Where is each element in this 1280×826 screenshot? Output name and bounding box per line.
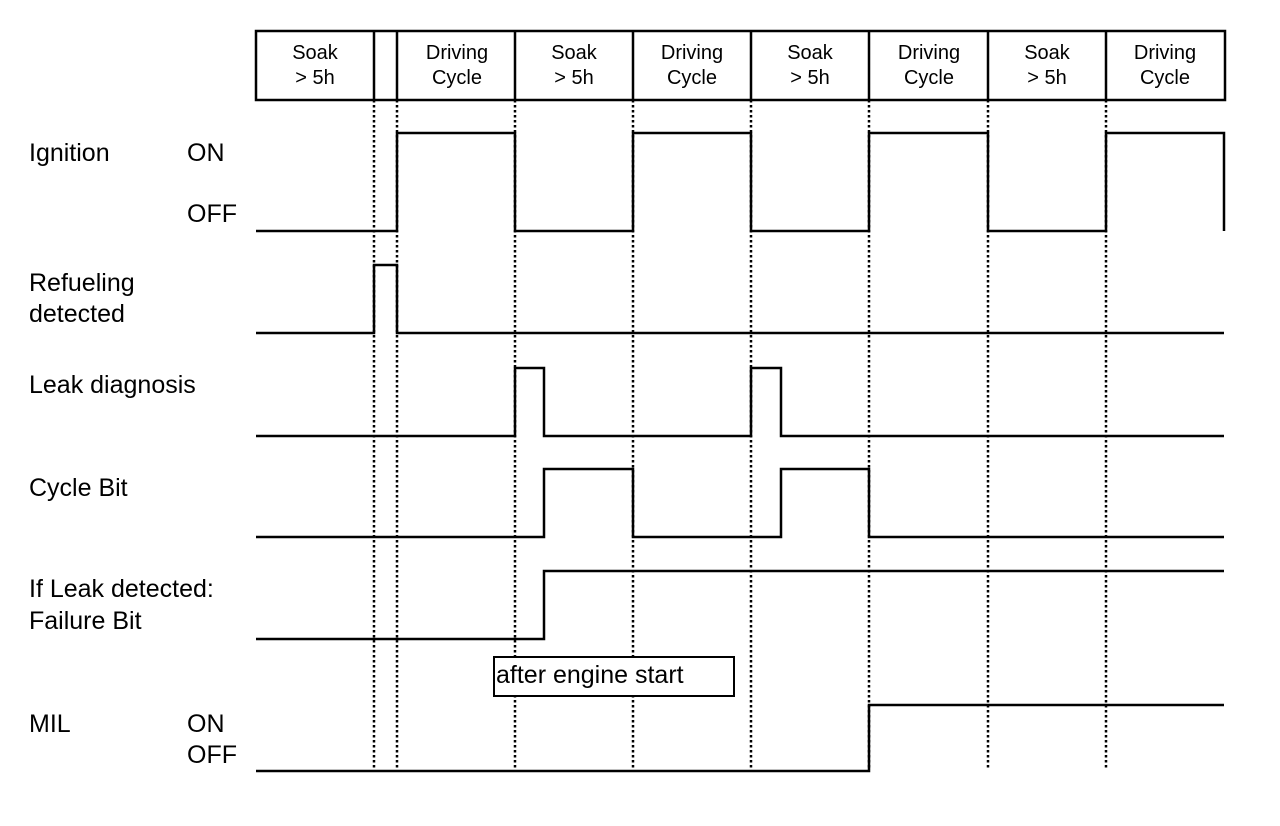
phase-drive1-line1: Driving (426, 42, 488, 64)
refueling-label-line1: Refueling (29, 269, 135, 297)
annotation-box (493, 656, 735, 697)
phase-drive2-line2: Cycle (667, 67, 717, 89)
phase-drive4-line2: Cycle (1140, 67, 1190, 89)
refueling-label-line2: detected (29, 300, 125, 328)
waveforms (256, 131, 1226, 773)
ignition-off-label: OFF (187, 200, 237, 228)
phase-header: Soak > 5h Driving Cycle Soak > 5h Drivin… (254, 29, 1227, 102)
ignition-on-label: ON (187, 139, 225, 167)
failure-bit-waveform (256, 569, 1224, 641)
leak-diagnosis-waveform (256, 366, 1224, 438)
phase-soak4-line2: > 5h (1027, 67, 1066, 89)
phase-soak1-line1: Soak (292, 42, 339, 64)
phase-soak4-line1: Soak (1024, 42, 1071, 64)
mil-off-label: OFF (187, 741, 237, 769)
failure-bit-label-line2: Failure Bit (29, 607, 142, 635)
phase-soak1: Soak > 5h (292, 42, 339, 89)
ignition-label: Ignition (29, 139, 110, 167)
phase-soak1-line2: > 5h (295, 67, 334, 89)
phase-drive3: Driving Cycle (898, 42, 960, 89)
mil-waveform (256, 703, 1224, 773)
phase-soak2: Soak > 5h (551, 42, 598, 89)
failure-bit-label-line1: If Leak detected: (29, 575, 214, 603)
signal-labels: Ignition ON OFF Refueling detected Leak … (29, 139, 237, 769)
ignition-waveform (256, 131, 1226, 233)
phase-header-border (254, 29, 1227, 102)
phase-soak2-line2: > 5h (554, 67, 593, 89)
phase-drive1-line2: Cycle (432, 67, 482, 89)
cycle-bit-waveform (256, 467, 1224, 539)
mil-label: MIL (29, 710, 71, 738)
leak-diagnosis-label: Leak diagnosis (29, 371, 196, 399)
phase-drive4-line1: Driving (1134, 42, 1196, 64)
phase-drive4: Driving Cycle (1134, 42, 1196, 89)
phase-drive3-line1: Driving (898, 42, 960, 64)
mil-on-label: ON (187, 710, 225, 738)
phase-soak4: Soak > 5h (1024, 42, 1071, 89)
phase-drive2-line1: Driving (661, 42, 723, 64)
cycle-bit-label: Cycle Bit (29, 474, 128, 502)
refueling-waveform (256, 263, 1224, 335)
after-engine-start-annotation: after engine start (493, 656, 735, 697)
phase-dividers (372, 31, 1108, 100)
phase-drive3-line2: Cycle (904, 67, 954, 89)
phase-soak3: Soak > 5h (787, 42, 834, 89)
phase-drive1: Driving Cycle (426, 42, 488, 89)
phase-drive2: Driving Cycle (661, 42, 723, 89)
phase-soak3-line2: > 5h (790, 67, 829, 89)
phase-soak3-line1: Soak (787, 42, 834, 64)
phase-soak2-line1: Soak (551, 42, 598, 64)
annotation-text: after engine start (496, 661, 684, 689)
